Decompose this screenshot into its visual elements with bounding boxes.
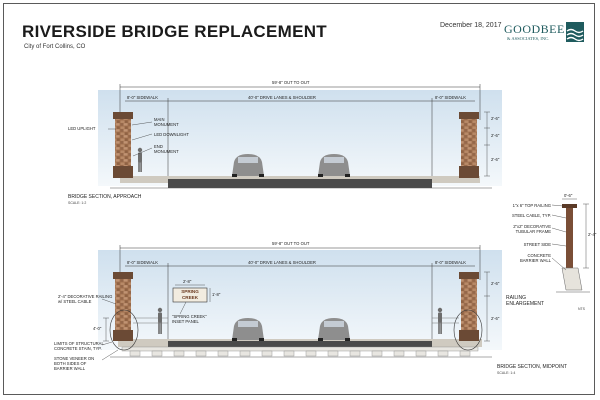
approach-section-scale: SCALE: 1:2 [68, 201, 87, 205]
railing-scale: NTS [578, 307, 585, 311]
railing-barrier-wall [561, 267, 583, 291]
approach-car-right [318, 154, 350, 177]
midpoint-sidewalk-left-dim: 8'-0" SIDEWALK [127, 260, 158, 265]
detail-callout-left [109, 309, 139, 351]
sign-line-2: CREEK [181, 294, 199, 300]
approach-led-uplight-label: LED UPLIGHT [68, 126, 96, 131]
spring-creek-sign-text: SPRING CREEK [176, 289, 204, 300]
railing-dim-height: 2'-4" [588, 232, 597, 237]
midpoint-section [98, 245, 502, 361]
midpoint-dim-right-top: 2'-6" [491, 281, 500, 286]
midpoint-dim-left: 4'-0" [93, 326, 102, 331]
company-logo-name: GOODBEE [504, 22, 565, 36]
company-logo-icon [566, 22, 584, 42]
midpoint-section-caption: BRIDGE SECTION, MIDPOINT [497, 364, 568, 370]
barrier-wall-label: CONCRETE BARRIER WALL [519, 253, 551, 263]
midpoint-railing [133, 317, 459, 324]
detail-callout-right [453, 309, 483, 351]
approach-overall-dim: 59'-8" OUT TO OUT [272, 80, 310, 85]
page-subtitle: City of Fort Collins, CO [24, 44, 86, 50]
top-railing-label: 1"x 6" TOP RAILING [512, 203, 551, 208]
approach-section-caption: BRIDGE SECTION, APPROACH [68, 194, 142, 200]
approach-leader-lines [108, 121, 153, 157]
approach-dim-bot: 2'-6" [491, 157, 500, 162]
midpoint-road [168, 341, 432, 347]
company-logo-subtitle: & ASSOCIATES, INC. [507, 36, 550, 41]
midpoint-drive-lanes-dim: 40'-0" DRIVE LANES & SHOULDER [248, 260, 316, 265]
approach-end-monument-label: END MONUMENT [154, 144, 179, 154]
approach-drive-lanes-dim: 40'-0" DRIVE LANES & SHOULDER [248, 95, 316, 100]
railing-detail [551, 198, 590, 293]
sign-line-1: SPRING [181, 289, 199, 294]
decorative-frame-label: 2"x2" DECORATIVE TUBULAR FRAME [513, 224, 551, 234]
stone-veneer-label: STONE VENEER ON BOTH SIDES OF BARRIER WA… [54, 356, 95, 371]
spring-creek-sign [172, 287, 208, 303]
limits-stain-label: LIMITS OF STRUCTURAL CONCRETE STAIN, TYP… [54, 341, 104, 351]
approach-section [98, 84, 502, 189]
midpoint-dimension-lines [119, 245, 481, 340]
approach-road [168, 179, 432, 188]
approach-height-dims [484, 111, 490, 177]
page-title: RIVERSIDE BRIDGE REPLACEMENT [22, 22, 327, 41]
railing-dim-top: 0'-6" [564, 193, 573, 198]
approach-sidewalk-right-dim: 8'-0" SIDEWALK [435, 95, 466, 100]
approach-car-left [232, 154, 264, 177]
midpoint-section-scale: SCALE: 1:4 [497, 371, 516, 375]
approach-left-monument [113, 112, 133, 178]
approach-sidewalk-left-dim: 8'-0" SIDEWALK [127, 95, 158, 100]
midpoint-car-left [232, 318, 264, 341]
sign-height-dim: 1'-8" [212, 292, 221, 297]
steel-cable-label: STEEL CABLE, TYP. [511, 213, 551, 218]
midpoint-car-right [318, 318, 350, 341]
midpoint-right-monument [459, 272, 479, 341]
railing-leader-lines [551, 198, 589, 271]
approach-main-monument-label: MAIN MONUMENT [154, 117, 179, 127]
midpoint-sidewalk-right-dim: 8'-0" SIDEWALK [435, 260, 466, 265]
approach-sky [98, 90, 502, 186]
railing-top-rail [562, 204, 577, 208]
midpoint-girders [121, 346, 479, 357]
street-side-label: STREET SIDE [523, 242, 551, 247]
midpoint-height-dims [103, 271, 490, 342]
approach-right-monument [459, 112, 479, 178]
midpoint-sky [98, 250, 502, 350]
approach-dim-mid: 2'-6" [491, 133, 500, 138]
decorative-railing-label: 2'-4" DECORATIVE RAILING w/ STEEL CABLE [58, 294, 113, 304]
approach-pedestrian [137, 147, 143, 172]
drawing-date: December 18, 2017 [440, 22, 502, 29]
sign-width-dim: 2'-8" [183, 279, 192, 284]
approach-led-downlight-label: LED DOWNLIGHT [154, 132, 189, 137]
midpoint-dim-right-bot: 2'-6" [491, 316, 500, 321]
midpoint-pedestrian-right [437, 307, 443, 334]
approach-dim-top: 2'-6" [491, 116, 500, 121]
railing-caption: RAILING ENLARGEMENT [506, 295, 545, 307]
midpoint-pedestrian-left [157, 307, 163, 334]
midpoint-left-monument [113, 272, 133, 341]
midpoint-leader-lines [101, 298, 187, 361]
midpoint-overall-dim: 59'-8" OUT TO OUT [272, 241, 310, 246]
inset-panel-label: "SPRING CREEK" INSET PANEL [172, 314, 207, 324]
railing-post [566, 208, 573, 268]
